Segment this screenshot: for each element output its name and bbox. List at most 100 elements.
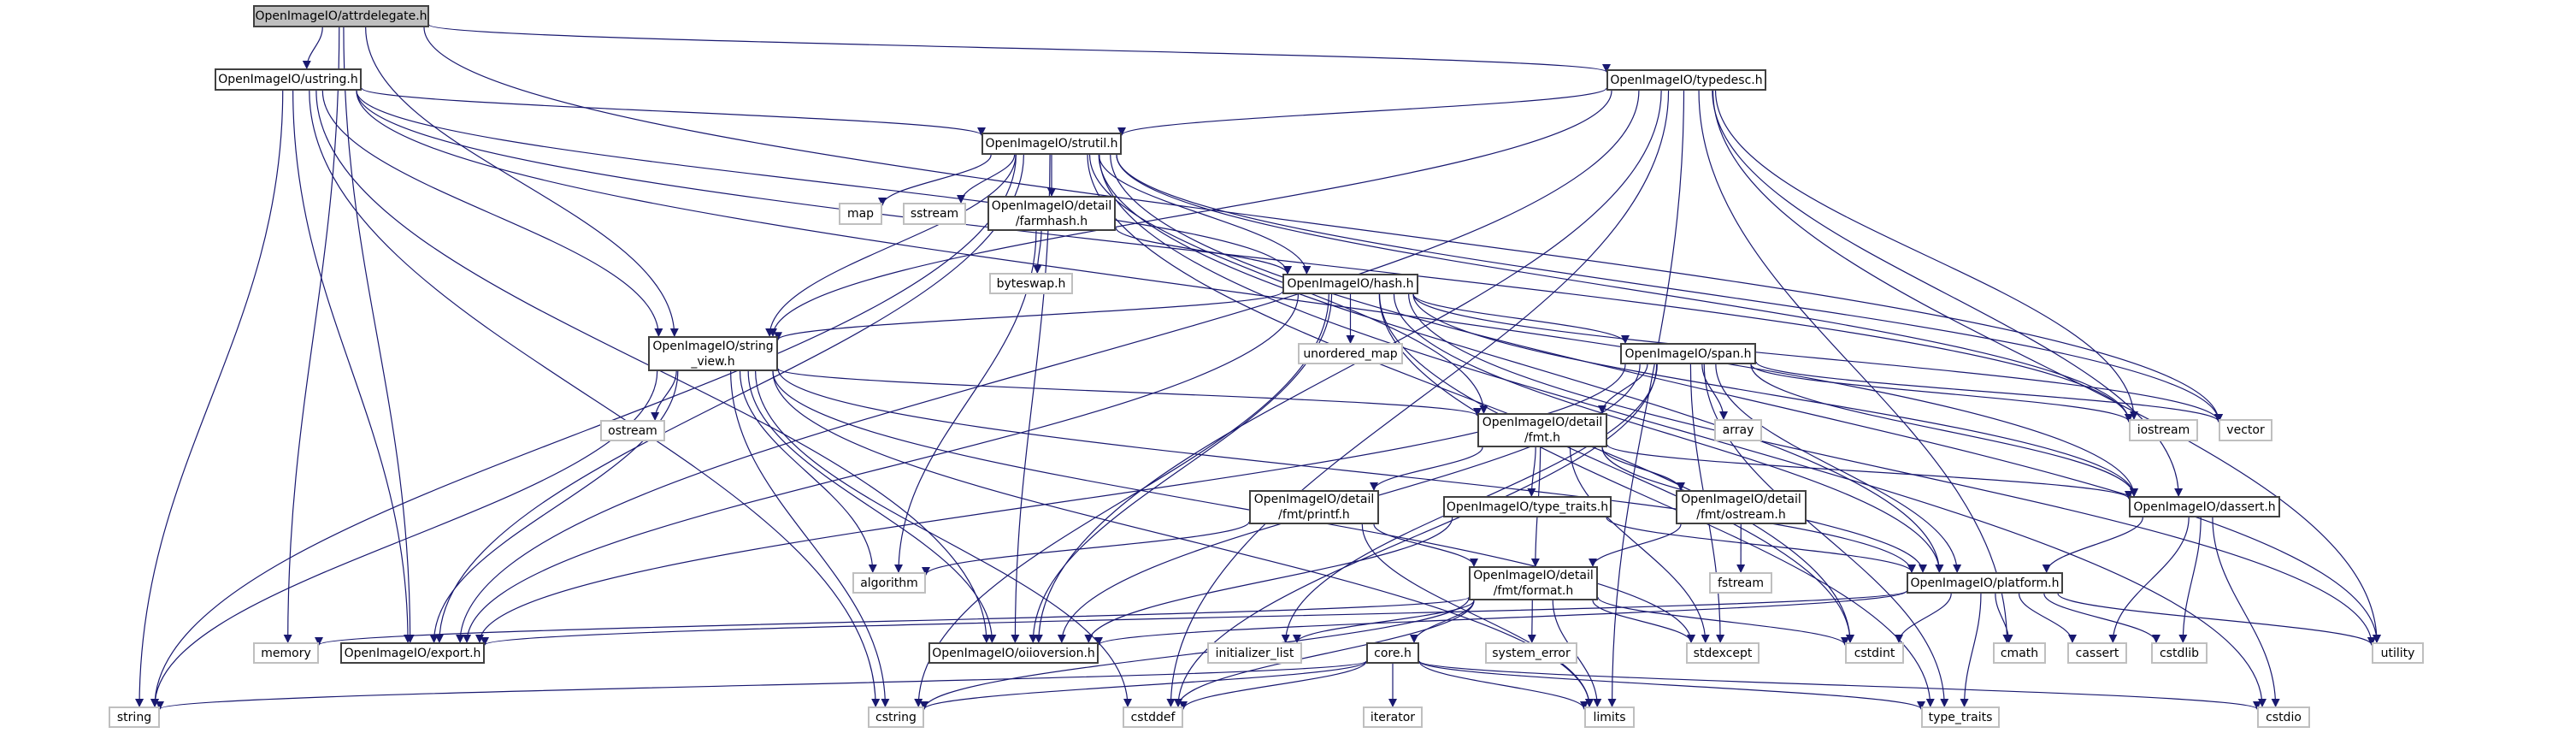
edge-core-to-cstddef — [1179, 660, 1367, 710]
edge-string_view-to-export — [429, 370, 679, 643]
node-label: OpenImageIO/span.h — [1624, 346, 1752, 361]
edge-fmt-to-printf — [1370, 446, 1483, 491]
node-vector: vector — [2219, 419, 2272, 441]
node-label: core.h — [1374, 646, 1412, 660]
node-label: cstdint — [1854, 646, 1895, 660]
node-algorithm: algorithm — [852, 572, 926, 594]
edge-format-to-cstring — [920, 597, 1470, 710]
node-label: OpenImageIO/strutil.h — [985, 137, 1118, 151]
node-label: string — [116, 710, 152, 724]
edge-core-to-cstring — [920, 660, 1367, 710]
edge-strutil-to-string — [150, 154, 1017, 707]
node-label: OpenImageIO/hash.h — [1287, 277, 1414, 291]
node-hash[interactable]: OpenImageIO/hash.h — [1282, 274, 1418, 294]
node-limits: limits — [1584, 706, 1635, 728]
node-dassert[interactable]: OpenImageIO/dassert.h — [2129, 496, 2280, 517]
node-map: map — [839, 203, 882, 225]
edge-strutil-to-iostream — [1116, 154, 2133, 423]
node-string-view[interactable]: OpenImageIO/string _view.h — [648, 336, 778, 371]
node-sstream: sstream — [903, 203, 966, 225]
node-export[interactable]: OpenImageIO/export.h — [340, 642, 485, 664]
node-ustring[interactable]: OpenImageIO/ustring.h — [215, 68, 362, 91]
edge-strutil-to-platform — [1098, 154, 1944, 573]
node-core[interactable]: core.h — [1366, 642, 1419, 664]
node-label: iterator — [1370, 710, 1416, 724]
edge-attrdelegate-to-string_view — [365, 27, 679, 337]
node-stdexcept: stdexcept — [1686, 642, 1760, 664]
edge-string_view-to-oiioversion — [747, 370, 997, 643]
node-label: OpenImageIO/detail /farmhash.h — [991, 198, 1112, 228]
node-farmhash[interactable]: OpenImageIO/detail /farmhash.h — [987, 196, 1116, 231]
edge-attrdelegate-to-vector — [423, 27, 2223, 423]
edge-platform-to-oiioversion — [1094, 590, 1907, 646]
edge-ustring-to-strutil — [361, 87, 986, 136]
edge-format-to-cstdint — [1597, 597, 1849, 646]
edge-core-to-string — [156, 660, 1367, 710]
edge-hash-to-span — [1412, 293, 1630, 344]
node-type-traits: type_traits — [1921, 706, 2000, 728]
node-label: cmath — [2000, 646, 2039, 660]
node-ostream: ostream — [600, 420, 665, 441]
node-label: OpenImageIO/detail /fmt/printf.h — [1253, 493, 1375, 522]
node-ostream-h[interactable]: OpenImageIO/detail /fmt/ostream.h — [1676, 490, 1807, 524]
edge-platform-to-export — [480, 590, 1907, 646]
node-label: map — [846, 207, 875, 221]
node-label: OpenImageIO/string _view.h — [652, 339, 774, 369]
edge-farmhash-to-hash — [1115, 227, 1292, 275]
edge-typedesc-to-oiioversion — [1034, 90, 1662, 643]
edge-string_view-to-cstddef — [755, 370, 1132, 707]
edge-ustring-to-string — [135, 90, 284, 707]
edge-platform-to-utility — [2057, 593, 2376, 646]
node-label: OpenImageIO/type_traits.h — [1446, 500, 1609, 514]
node-label: OpenImageIO/detail /fmt.h — [1482, 416, 1603, 445]
node-label: byteswap.h — [996, 276, 1066, 291]
node-label: cassert — [2075, 646, 2119, 660]
edge-platform-to-cassert — [2018, 593, 2077, 643]
edge-typedesc-to-iostream — [1714, 90, 2138, 420]
edge-platform-to-type_traits — [1960, 593, 1982, 707]
edge-attrdelegate-to-ustring — [302, 27, 323, 69]
edge-strutil-to-cstdint — [1087, 154, 1854, 643]
edge-format-to-stdexcept — [1592, 600, 1695, 643]
edge-string_view-to-platform — [777, 368, 1916, 573]
edge-string_view-to-cstring — [730, 370, 890, 707]
node-label: unordered_map — [1303, 346, 1398, 361]
edge-span-to-vector — [1755, 361, 2223, 423]
node-format[interactable]: OpenImageIO/detail /fmt/format.h — [1469, 566, 1598, 600]
edge-typedesc-to-cmath — [1698, 90, 2012, 643]
edge-strutil-to-string_view — [765, 154, 1017, 337]
edge-span-to-array — [1701, 364, 1729, 420]
node-cstdlib: cstdlib — [2151, 642, 2208, 664]
edge-typedesc-to-string_view — [769, 90, 1612, 337]
node-label: stdexcept — [1693, 646, 1753, 660]
edge-string_view-to-limits — [772, 370, 1594, 707]
edge-string_view-to-fmt — [777, 368, 1482, 417]
edge-fmt-to-type_traits_h — [1527, 446, 1536, 497]
node-fmt[interactable]: OpenImageIO/detail /fmt.h — [1477, 413, 1607, 447]
edge-format-to-system_error — [1527, 600, 1536, 643]
edge-ustring-to-export — [292, 90, 413, 643]
node-label: array — [1722, 423, 1754, 437]
node-label: OpenImageIO/export.h — [344, 646, 481, 660]
node-label: system_error — [1492, 646, 1571, 660]
edge-strutil-to-map — [878, 154, 992, 206]
node-printf[interactable]: OpenImageIO/detail /fmt/printf.h — [1249, 490, 1379, 524]
node-typedesc[interactable]: OpenImageIO/typedesc.h — [1606, 69, 1766, 91]
edge-strutil-to-cstdio — [1099, 154, 2267, 707]
node-strutil[interactable]: OpenImageIO/strutil.h — [981, 133, 1122, 155]
node-span[interactable]: OpenImageIO/span.h — [1620, 343, 1756, 364]
node-string: string — [109, 706, 160, 728]
edge-string_view-to-stdexcept — [772, 370, 1695, 643]
node-label: OpenImageIO/detail /fmt/ostream.h — [1681, 493, 1801, 522]
edge-span-to-export — [475, 364, 1626, 643]
node-type-traits-h[interactable]: OpenImageIO/type_traits.h — [1443, 496, 1612, 517]
node-label: OpenImageIO/attrdelegate.h — [255, 9, 427, 23]
edge-format-to-initializer_list — [1293, 600, 1475, 643]
node-platform[interactable]: OpenImageIO/platform.h — [1907, 572, 2063, 594]
edge-ustring-to-iostream — [356, 90, 2133, 423]
edge-string_view-to-ostream — [651, 370, 677, 421]
node-oiioversion[interactable]: OpenImageIO/oiioversion.h — [928, 642, 1099, 664]
edge-type_traits_h-to-platform — [1606, 517, 1916, 573]
node-label: memory — [261, 646, 311, 660]
node-label: OpenImageIO/dassert.h — [2133, 500, 2276, 514]
